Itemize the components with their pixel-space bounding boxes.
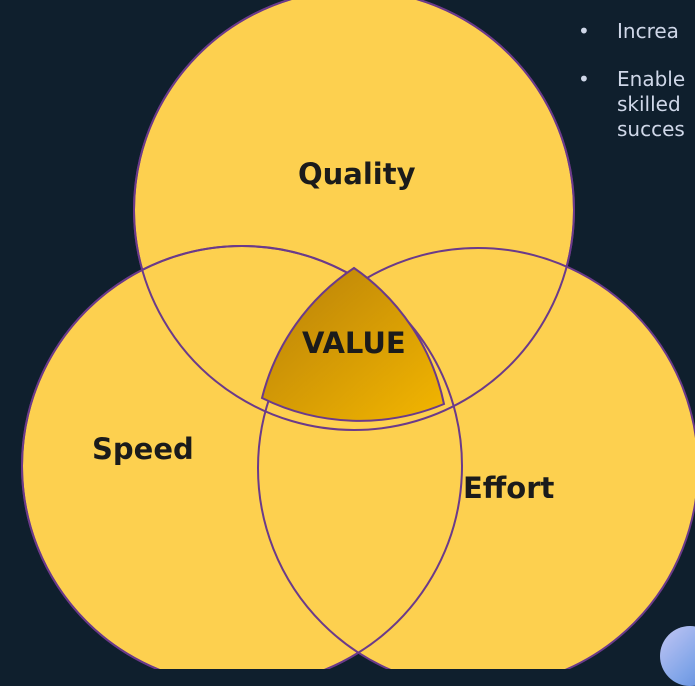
venn-diagram	[20, 0, 695, 669]
value-intersection	[260, 266, 446, 422]
bullet-text: succes	[617, 117, 685, 141]
speed-label: Speed	[92, 432, 194, 466]
speed-outline	[20, 245, 463, 669]
bullet-dot-icon: •	[578, 67, 590, 91]
quality-outline	[132, 0, 575, 431]
value-label: VALUE	[302, 326, 406, 360]
bullet-dot-icon: •	[578, 19, 590, 43]
quality-label: Quality	[298, 157, 416, 191]
bullet-text: Enable	[617, 67, 686, 91]
effort-label: Effort	[463, 471, 555, 505]
bullet-text: skilled	[617, 92, 681, 116]
bullet-text: Increa	[617, 19, 679, 43]
